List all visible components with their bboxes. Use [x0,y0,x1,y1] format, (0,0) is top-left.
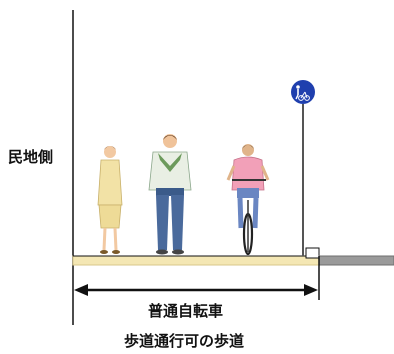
cyclist-icon [226,144,270,256]
private-land-side-label: 民地側 [8,148,54,166]
width-dimension-arrow [74,284,318,296]
woman-pedestrian-icon [97,146,123,254]
road-surface [318,255,394,266]
width-label: 普通自転車 [148,302,224,320]
sidewalk-pavement [72,255,320,266]
man-pedestrian-icon [148,134,192,255]
curb [305,247,320,259]
pedestrian-and-bicycle-sign-icon [291,80,315,104]
diagram-caption: 歩道通行可の歩道 [124,332,245,350]
